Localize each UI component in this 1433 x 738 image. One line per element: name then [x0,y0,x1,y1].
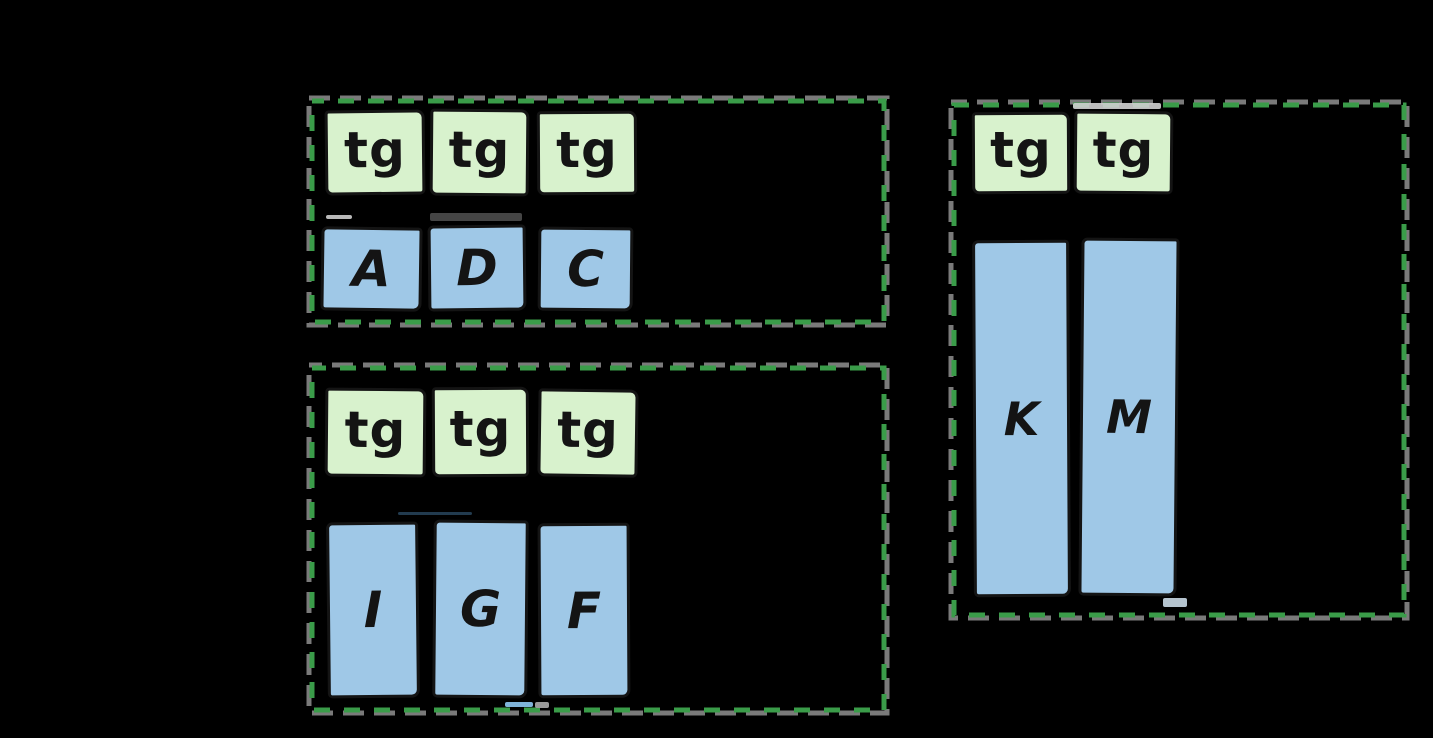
tag-cell: tg [1073,110,1174,195]
tag-cell: tg [536,110,638,196]
group-igf: tg tg tg I G F [306,362,890,716]
item-cell: D [427,224,527,312]
tag-cell: tg [429,108,530,197]
item-cell: A [320,226,423,312]
tag-cell: tg [324,387,427,478]
item-cell: F [537,522,631,699]
dashed-border [306,95,890,328]
artifact-smudge [1163,598,1187,607]
artifact-smudge [430,213,522,221]
item-cell: G [432,519,529,699]
artifact-smudge [326,215,352,219]
artifact-smudge [1073,103,1161,109]
dashed-border [948,99,1410,621]
artifact-smudge [535,702,549,708]
item-cell: C [537,226,634,312]
artifact-smudge [505,702,533,707]
item-cell: K [972,239,1071,598]
dashed-border [306,362,890,716]
tag-cell: tg [971,111,1071,195]
tag-cell: tg [537,388,639,478]
group-km: tg tg K M [948,99,1410,621]
artifact-smudge [398,512,472,515]
item-cell: I [326,521,420,699]
group-adc: tg tg tg A D C [306,95,890,328]
item-cell: M [1078,237,1180,597]
tag-cell: tg [324,109,426,196]
tag-cell: tg [431,386,530,478]
